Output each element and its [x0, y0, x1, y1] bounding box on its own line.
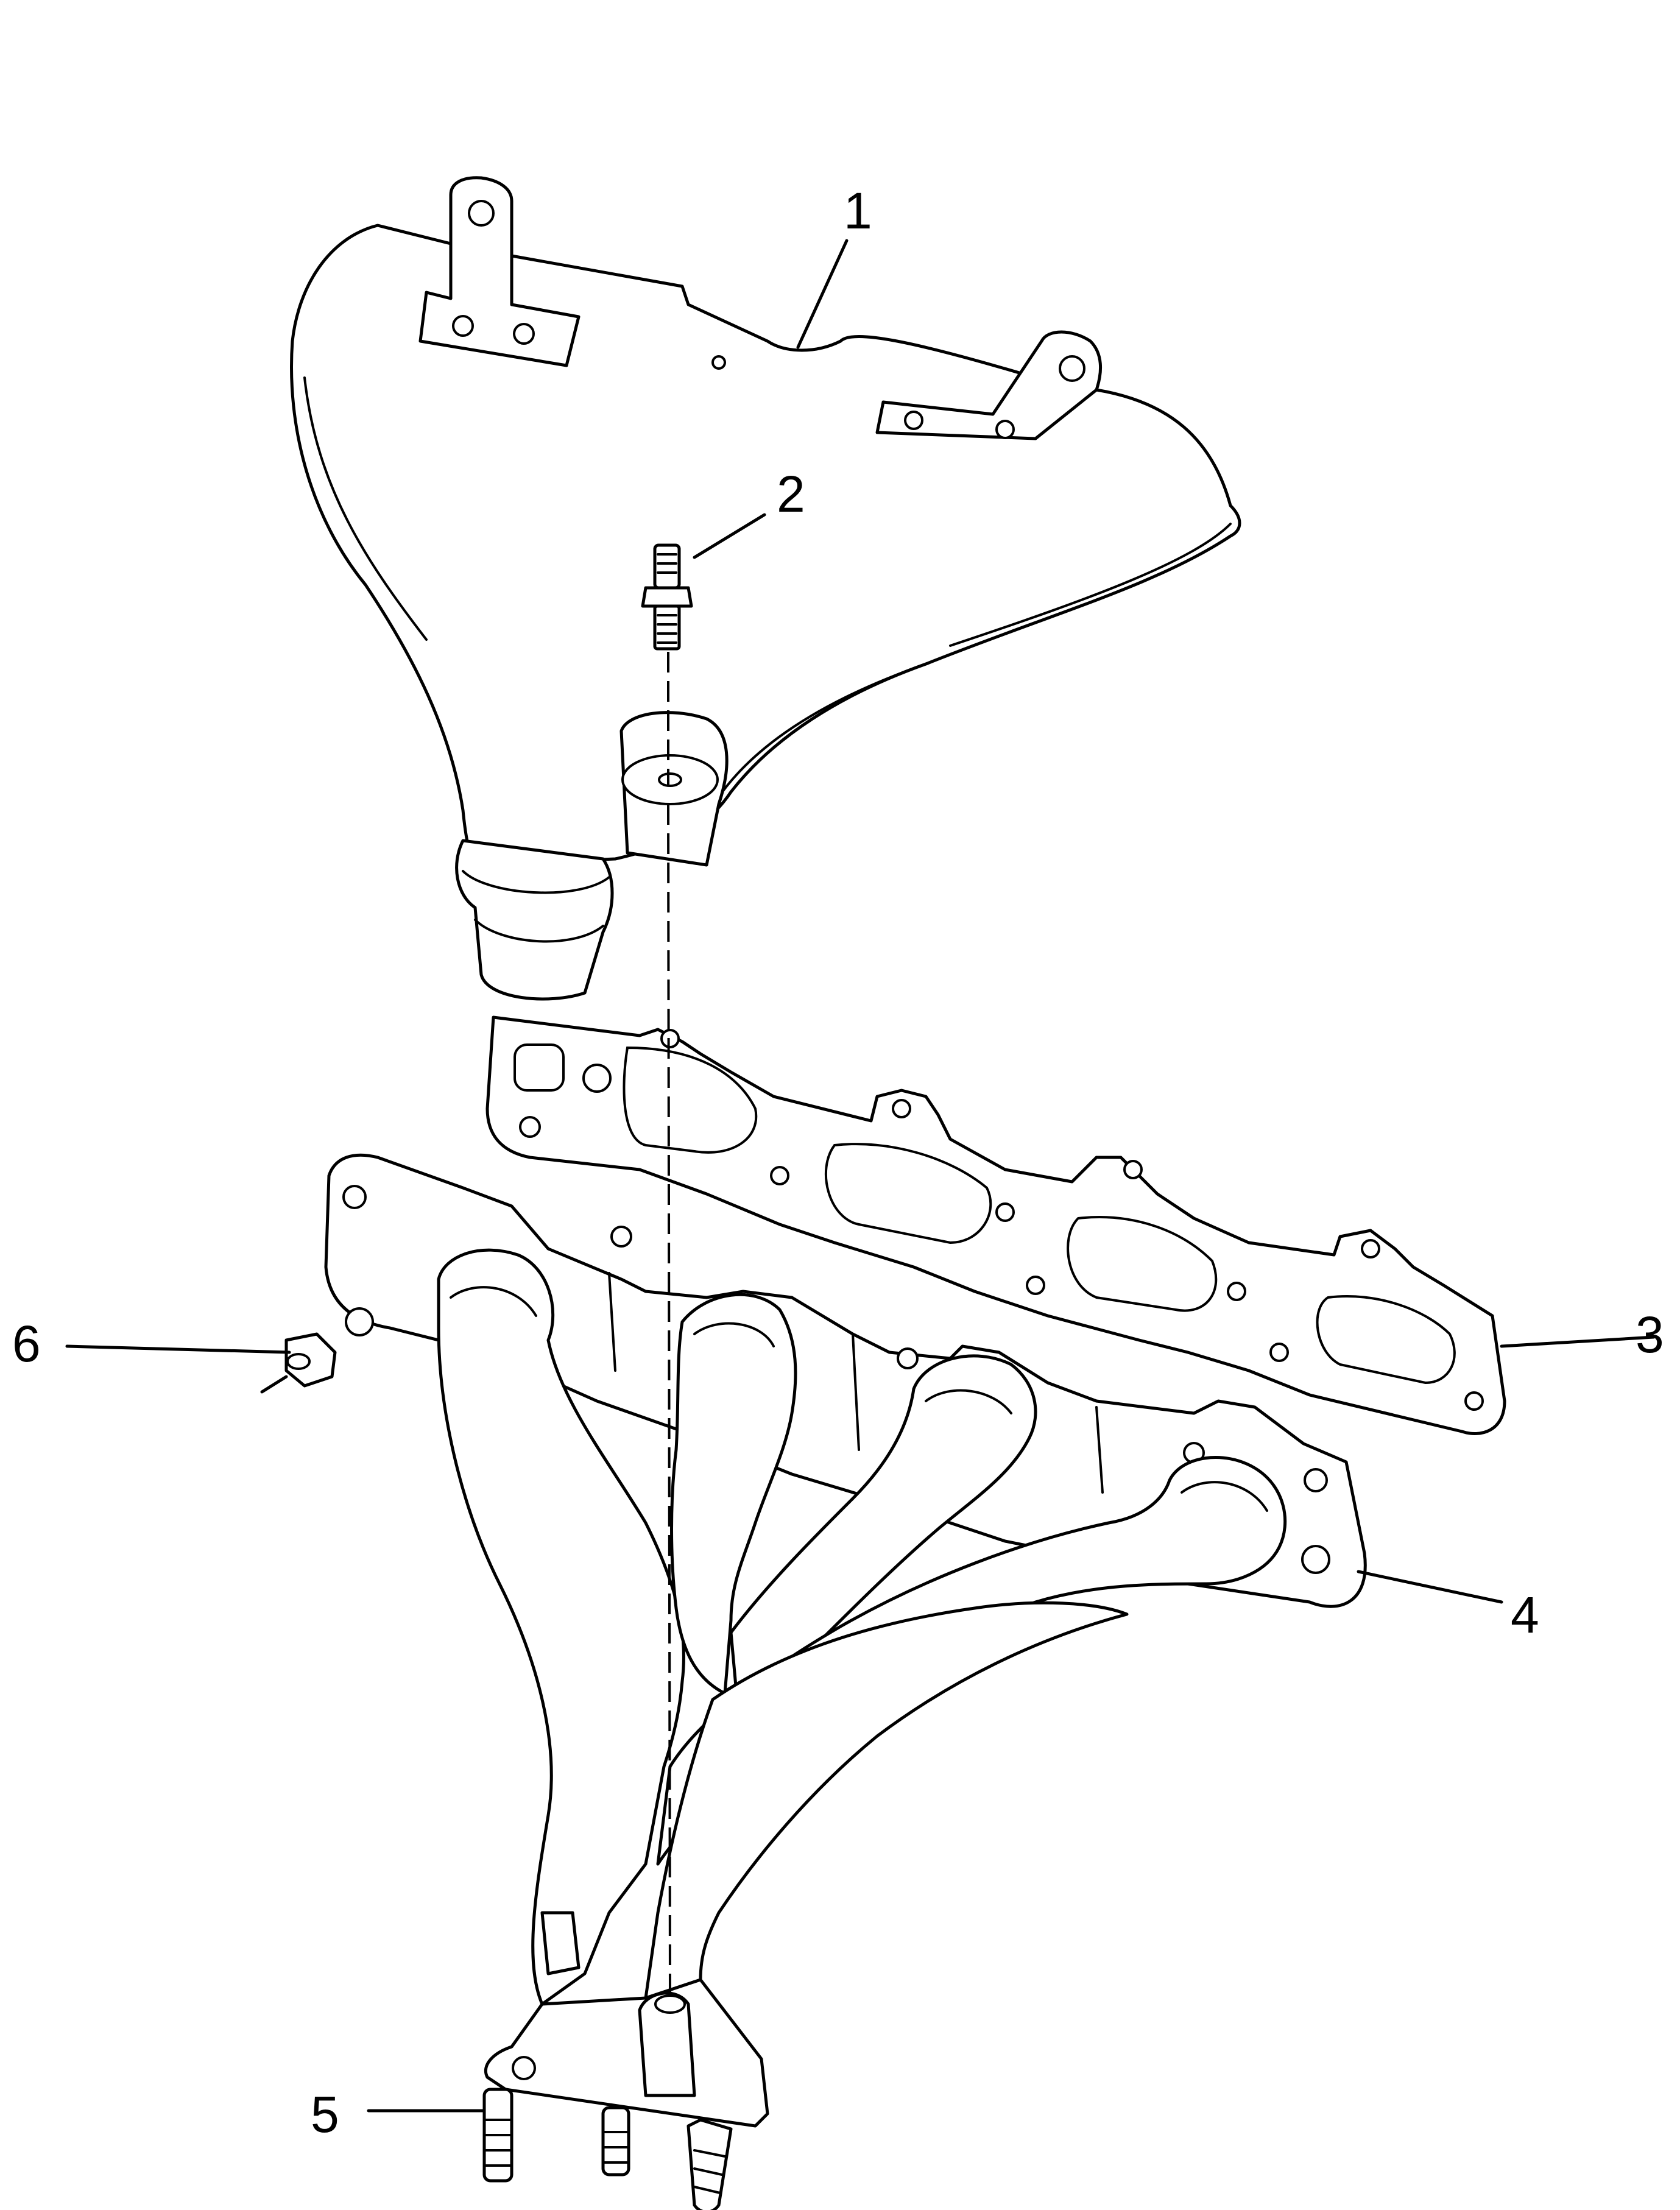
- flange-studs: [482, 2088, 733, 2210]
- exhaust-manifold-gasket: [485, 1015, 1506, 1435]
- callout-3: 3: [1636, 1306, 1664, 1363]
- callout-6: 6: [12, 1315, 41, 1372]
- callout-2: 2: [777, 465, 805, 523]
- nut-6: [260, 1332, 337, 1394]
- exhaust-manifold: [324, 1153, 1367, 2210]
- heat-shield: [290, 176, 1241, 1001]
- callout-5: 5: [311, 2086, 339, 2143]
- callout-4: 4: [1511, 1586, 1539, 1643]
- assembly-centerline: [667, 652, 671, 1999]
- callout-1: 1: [844, 182, 872, 239]
- stud-2: [641, 543, 693, 651]
- callout-leaders: [65, 239, 1656, 2113]
